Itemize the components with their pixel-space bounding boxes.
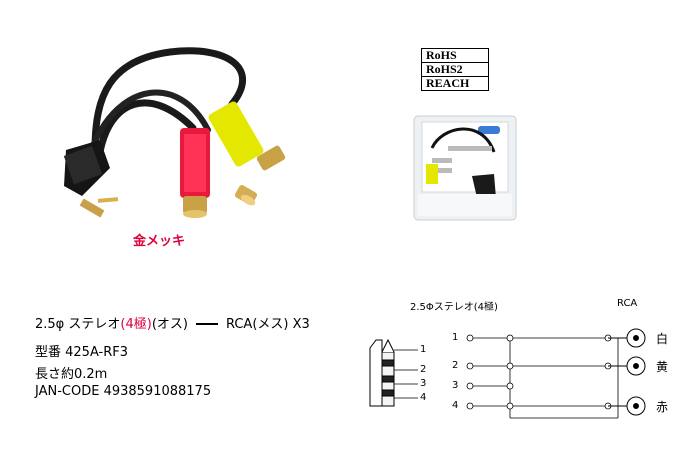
plug-pin-2: 2 bbox=[420, 364, 427, 375]
spec-length: 長さ約0.2m bbox=[35, 367, 108, 382]
output-yellow-label: 黄 bbox=[656, 360, 669, 374]
spec-pole-count: (4極) bbox=[120, 317, 152, 332]
spec-model: 型番 425A-RF3 bbox=[35, 345, 129, 360]
spec-plug-gender: (オス) bbox=[151, 317, 188, 332]
spec-jan-code: JAN-CODE 4938591088175 bbox=[35, 384, 212, 399]
wire-pin-3: 3 bbox=[452, 380, 459, 391]
spec-plug-type: 2.5φ ステレオ bbox=[35, 317, 121, 332]
wire-pin-1: 1 bbox=[452, 332, 459, 343]
badge-rohs2: RoHS2 bbox=[422, 63, 488, 77]
badge-rohs: RoHS bbox=[422, 49, 488, 63]
output-white-label: 白 bbox=[656, 332, 669, 346]
plug-drawing bbox=[369, 338, 395, 407]
package-photo bbox=[413, 115, 517, 221]
product-photo bbox=[63, 47, 286, 218]
wire-pin-4: 4 bbox=[452, 400, 459, 411]
plug-pin-3: 3 bbox=[420, 378, 427, 389]
spec-rca-type: RCA(メス) X3 bbox=[225, 317, 310, 332]
connector-dash bbox=[195, 322, 218, 325]
badge-reach: REACH bbox=[426, 76, 470, 90]
plug-pin-1: 1 bbox=[420, 344, 427, 355]
compliance-badges: RoHS RoHS2 REACH bbox=[421, 48, 489, 91]
spec-connector-line: 2.5φ ステレオ(4極)(オス) RCA(メス) X3 bbox=[35, 313, 310, 332]
plug-pin-4: 4 bbox=[420, 392, 427, 403]
gold-plated-label: 金メッキ bbox=[133, 234, 186, 249]
wiring-diagram bbox=[369, 328, 646, 419]
output-red-label: 赤 bbox=[656, 400, 669, 414]
wire-pin-2: 2 bbox=[452, 360, 459, 371]
diagram-right-title: RCA bbox=[617, 298, 638, 309]
diagram-left-title: 2.5Φステレオ(4極) bbox=[410, 302, 498, 313]
